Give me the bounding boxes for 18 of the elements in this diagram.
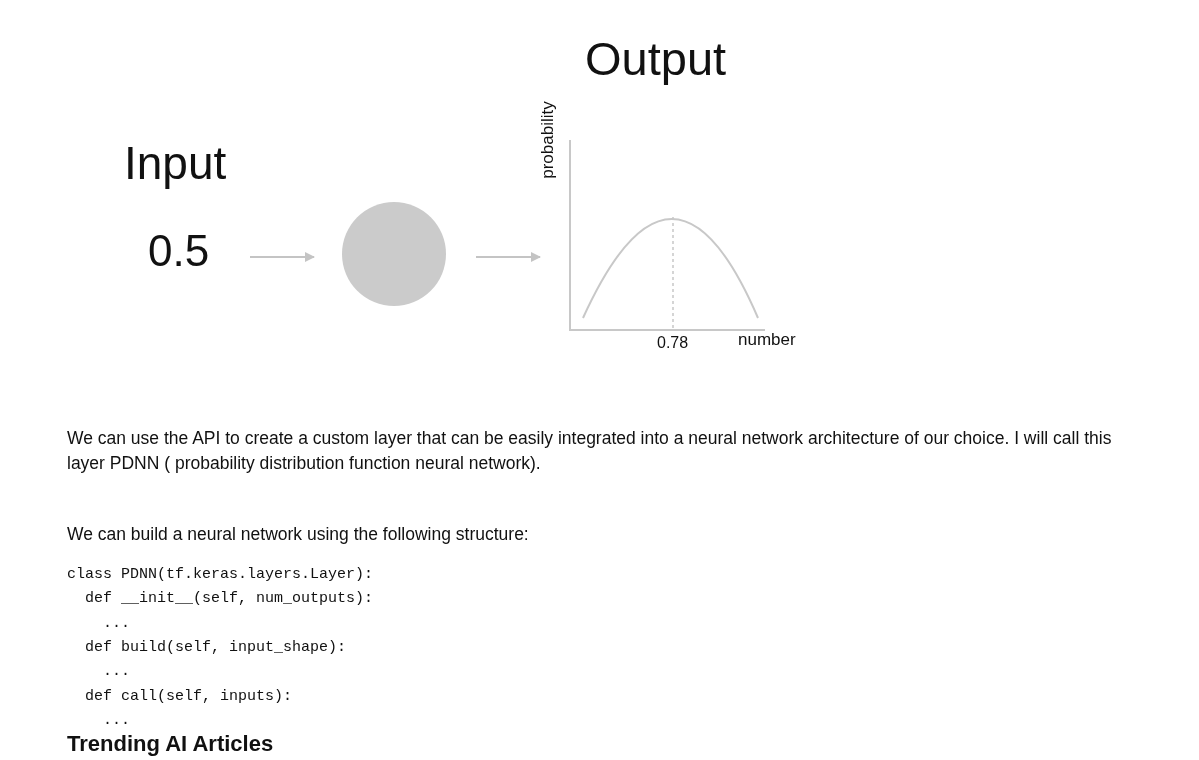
- section-heading: Trending AI Articles: [67, 731, 274, 757]
- paragraph: We can use the API to create a custom layer that can be easily integrated into a neural network architecture of our choice. I will call this layer PDNN ( probability distribution function neural network).: [67, 427, 1113, 475]
- code-line: ...: [102, 662, 130, 683]
- input-heading: Input: [124, 136, 227, 190]
- code-line: ...: [102, 710, 130, 731]
- arrow: [249, 252, 315, 262]
- code-line: ...: [102, 613, 130, 634]
- code-line: def call(self, inputs):: [84, 686, 293, 707]
- axis-label: probability: [538, 100, 558, 181]
- code-line: class PDNN(tf.keras.layers.Layer):: [67, 565, 374, 585]
- chart-title: Output: [585, 31, 727, 87]
- input-value: 0.5: [148, 225, 210, 277]
- paragraph: We can build a neural network using the following structure:: [67, 523, 530, 546]
- tick-label: 0.78: [657, 333, 689, 352]
- code-line: def __init__(self, num_outputs):: [84, 589, 374, 610]
- arrow: [475, 252, 541, 262]
- axis-label: number: [738, 330, 796, 350]
- code-line: def build(self, input_shape):: [84, 637, 347, 658]
